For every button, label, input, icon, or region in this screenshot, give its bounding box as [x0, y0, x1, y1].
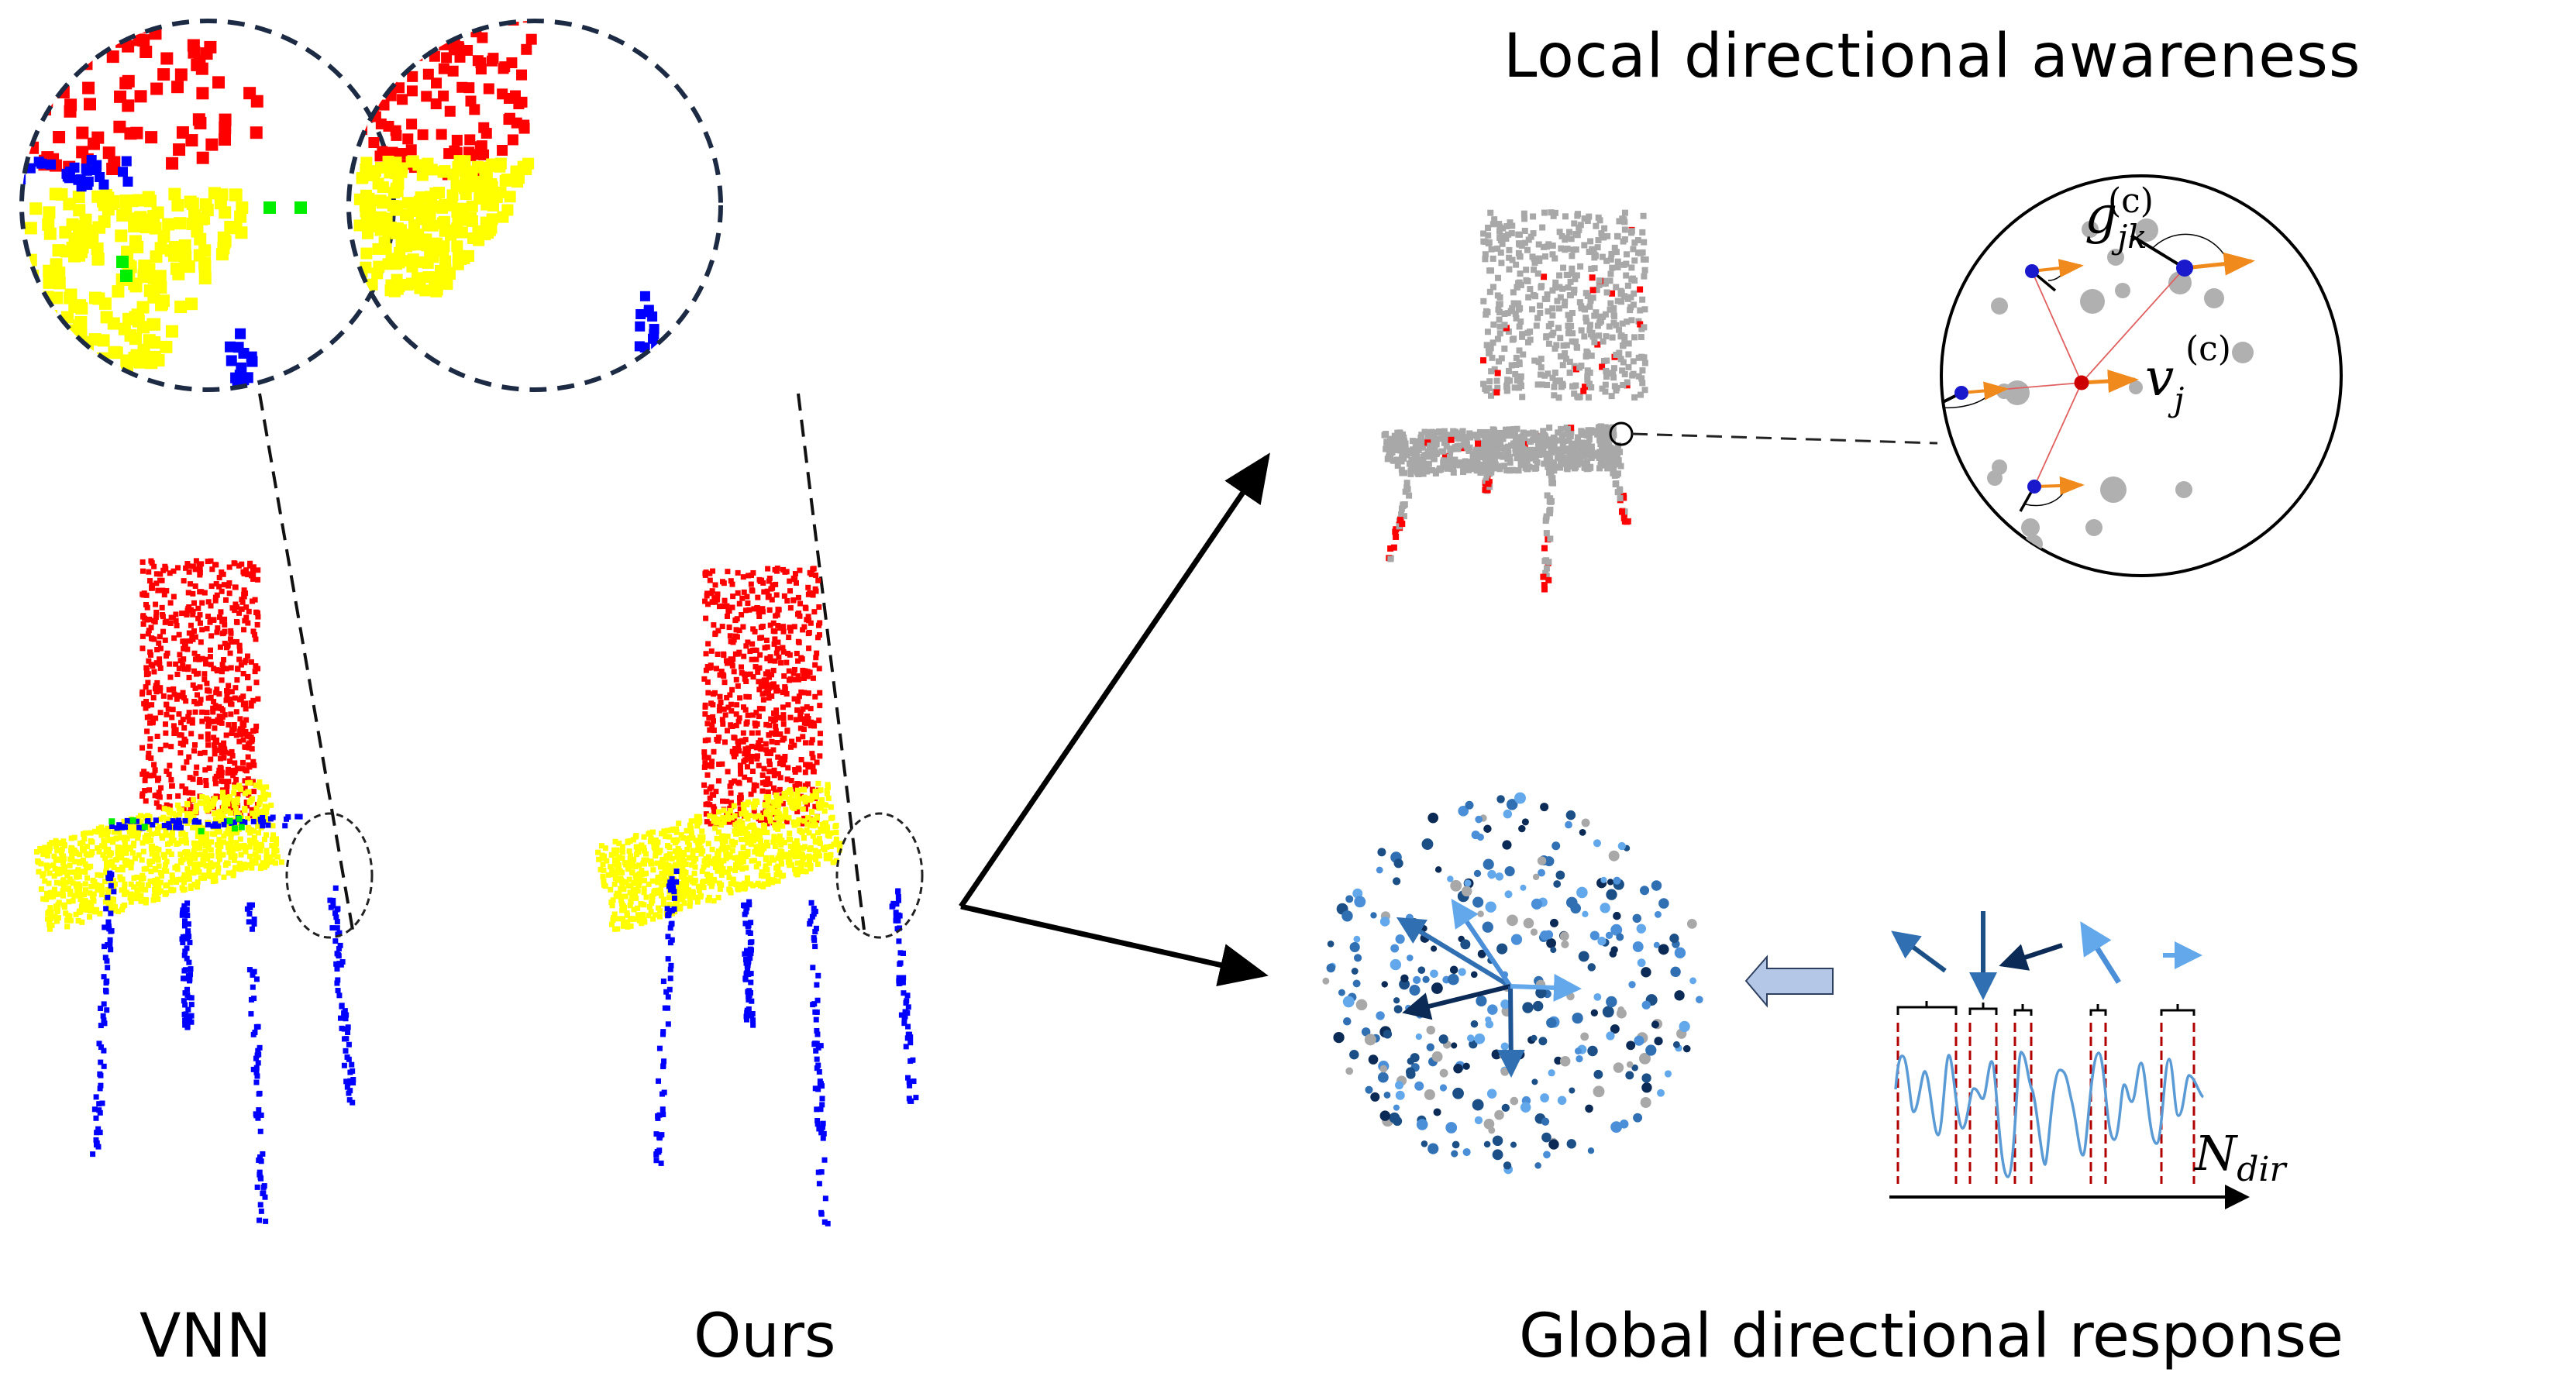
direction-arrow-icon: [1891, 930, 1947, 973]
global-directional-response-title: Global directional response: [1519, 1302, 2344, 1371]
neighbor-point: [2027, 480, 2041, 494]
neighbor-point: [2176, 260, 2193, 277]
direction-vector-icon: [1496, 986, 1525, 1078]
flow-arrows: [959, 452, 1270, 986]
vnn-chair-pointcloud: [33, 558, 356, 1224]
gray-chair-pointcloud: [1381, 209, 1649, 593]
vnn-zoom-inset: [19, 19, 396, 392]
local-neighborhood-inset: gjk (c) vj (c): [1940, 174, 2343, 577]
direction-vector-icon: [1510, 973, 1582, 1002]
left-block-arrow-icon: [1744, 955, 1834, 1008]
direction-sphere: [1322, 792, 1703, 1175]
vnn-caption: VNN: [139, 1302, 272, 1371]
direction-arrow-icon: [2080, 921, 2121, 984]
vnn-zoom-connector: [258, 393, 354, 930]
neighbor-point: [2025, 264, 2039, 278]
center-point: [2074, 375, 2089, 390]
local-zoom-connector: [1631, 432, 1938, 445]
direction-arrow-icon: [1999, 943, 2063, 971]
g-superscript: (c): [2108, 181, 2154, 221]
ours-zoom-inset: [346, 19, 723, 392]
arrow-to-local-icon: [959, 452, 1270, 908]
v-superscript: (c): [2185, 329, 2231, 369]
vnn-region-marker: [285, 812, 374, 939]
direction-vector-icon: [1402, 984, 1511, 1020]
direction-vector-icon: [1451, 899, 1513, 988]
directional-response-plot: Ndir: [1889, 911, 2288, 1209]
local-directional-awareness-title: Local directional awareness: [1503, 22, 2361, 91]
g-jk-label: gjk: [2085, 185, 2147, 256]
n-dir-label: Ndir: [2193, 1125, 2288, 1189]
ours-caption: Ours: [694, 1302, 836, 1371]
v-j-label: vj: [2145, 348, 2184, 418]
ours-chair-pointcloud: [595, 566, 919, 1226]
direction-vector-icon: [1396, 917, 1512, 989]
neighbor-point: [1954, 386, 1968, 400]
arrow-to-global-icon: [960, 903, 1269, 986]
ours-zoom-connector: [797, 393, 866, 930]
ours-region-marker: [835, 812, 924, 939]
